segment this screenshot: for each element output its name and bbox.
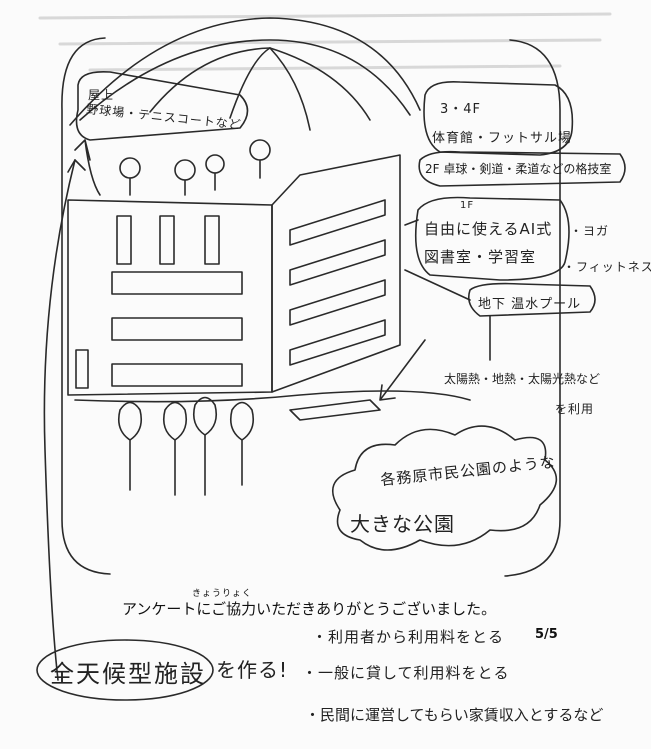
proposal-suffix: を作る!	[216, 658, 289, 682]
roof-trees	[119, 139, 271, 196]
floors-34-label: 3・4F	[440, 102, 482, 117]
energy-line2: を利用	[555, 402, 595, 416]
floor-1-line1: 自由に使えるAI式	[424, 220, 553, 238]
roof-arrow	[74, 139, 101, 196]
proposal-title: 全天候型施設	[50, 660, 206, 688]
floor-1-line2: 図書室・学習室	[424, 248, 537, 266]
building-right	[271, 154, 401, 393]
ground-trees	[117, 396, 255, 496]
floor-1-label: 1F	[460, 200, 475, 211]
windows-right	[289, 199, 386, 366]
floor-1-bubble	[414, 196, 570, 281]
park-line2: 大きな公園	[350, 512, 455, 536]
fitness-label: ・フィットネス	[563, 260, 651, 274]
loop-arrow	[43, 159, 76, 681]
basement-bubble	[467, 282, 596, 317]
thanks-ruby: きょうりょく	[192, 589, 253, 599]
connector-lines	[404, 219, 491, 361]
proposal-oval	[36, 639, 214, 701]
page-number: 5/5	[535, 627, 558, 642]
pointer-arrow	[379, 339, 426, 401]
bullet-1: ・利用者から利用料をとる	[312, 628, 505, 646]
floors-34-line1: 体育館・フットサル場	[432, 131, 573, 146]
yoga-label: ・ヨガ	[570, 224, 610, 238]
thanks-message: アンケートにご協力いただきありがとうございました。	[122, 600, 497, 618]
floors-34-bubble	[423, 80, 574, 156]
energy-line1: 太陽熱・地熱・太陽光熱など	[444, 372, 601, 386]
ground-line	[74, 390, 471, 403]
park-cloud	[331, 425, 558, 551]
left-bracket	[61, 37, 111, 575]
right-bracket	[504, 39, 561, 577]
basement-label: 地下 温水プール	[478, 297, 582, 312]
bullet-2: ・一般に貸して利用料をとる	[302, 664, 510, 682]
roof-label-bubble	[75, 70, 249, 141]
floors-34-line2: 2F 卓球・剣道・柔道などの格技室	[425, 162, 612, 176]
windows-left	[75, 215, 243, 389]
dome-roof	[69, 17, 421, 126]
bullet-3: ・民間に運営してもらい家賃収入とするなど	[305, 706, 604, 724]
roof-label-1: 屋上	[88, 88, 115, 102]
floor-2-bubble	[418, 150, 626, 187]
